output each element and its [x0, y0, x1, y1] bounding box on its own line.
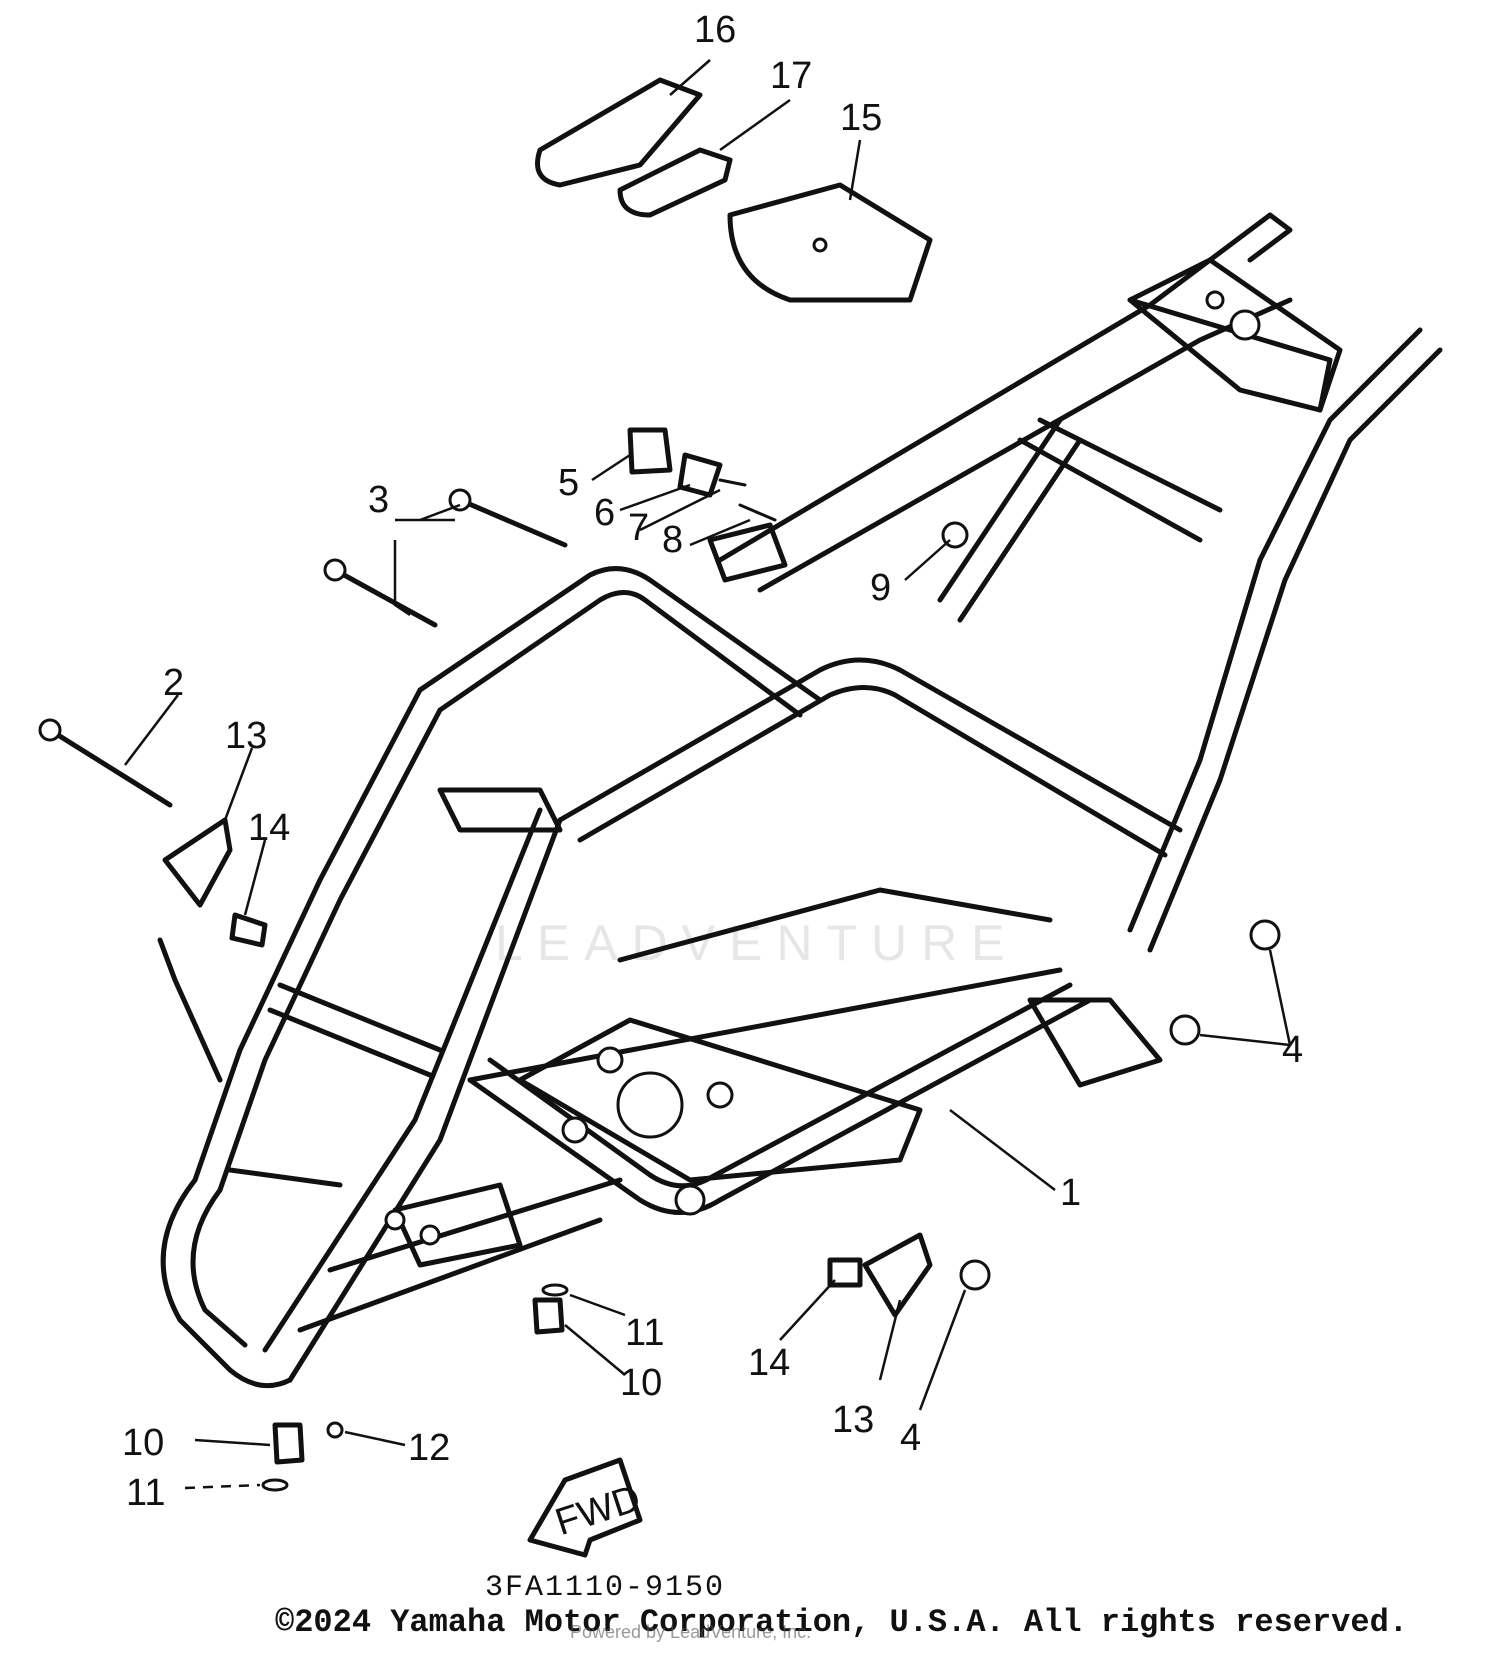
callout-12: 12 — [408, 1427, 450, 1469]
callout-1: 1 — [1060, 1172, 1081, 1214]
part-11-washer-right — [541, 1283, 569, 1297]
part-2-bolt — [47, 727, 173, 808]
callout-8: 8 — [662, 519, 683, 561]
callout-14-right: 14 — [748, 1342, 790, 1384]
callout-numbers: 1 2 3 4 4 5 6 7 8 9 10 10 11 11 12 13 13… — [122, 9, 1303, 1514]
powered-by-credit: Powered by LeadVenture, Inc. — [570, 1622, 812, 1642]
callout-6: 6 — [594, 492, 615, 534]
part-16-plate — [535, 77, 703, 188]
part-12-clip — [326, 1421, 344, 1439]
frame-body — [157, 212, 1443, 1389]
callout-7: 7 — [628, 507, 649, 549]
callout-17: 17 — [770, 55, 812, 97]
callout-15: 15 — [840, 97, 882, 139]
callout-13-left: 13 — [225, 715, 267, 757]
part-14-collar-left — [229, 912, 268, 948]
part-3-bolt-upper — [457, 497, 568, 548]
callout-10-left: 10 — [122, 1422, 164, 1464]
part-4-collar-mid — [1169, 1014, 1201, 1046]
leader-lines — [124, 59, 1292, 1490]
copyright-notice: ©2024 Yamaha Motor Corporation, U.S.A. A… — [275, 1604, 1408, 1641]
part-14-collar-right — [827, 1257, 863, 1288]
part-13-bracket-right — [862, 1232, 933, 1318]
fwd-arrow: FWD — [527, 1457, 646, 1558]
diagram-code: 3FA1110-9150 — [485, 1571, 725, 1605]
callout-9: 9 — [870, 567, 891, 609]
callout-4-right: 4 — [1282, 1029, 1303, 1071]
callout-11-left: 11 — [126, 1472, 165, 1514]
part-11-washer-left — [261, 1478, 289, 1492]
part-3-bolt-lower — [332, 567, 438, 628]
part-13-bracket-left — [162, 817, 233, 908]
callout-14-left: 14 — [248, 807, 290, 849]
part-15-pad — [727, 182, 933, 303]
part-4-collar-lower — [959, 1259, 991, 1291]
fwd-label: FWD — [550, 1477, 645, 1544]
callout-5: 5 — [558, 462, 579, 504]
callout-4-bottom: 4 — [900, 1417, 921, 1459]
callout-10-right: 10 — [620, 1362, 662, 1404]
part-4-collar-upper — [1249, 919, 1281, 951]
part-10-grommet-left — [272, 1422, 305, 1465]
callout-2: 2 — [163, 662, 184, 704]
callout-11-right: 11 — [625, 1312, 664, 1354]
part-10-grommet-right — [532, 1297, 565, 1335]
callout-13-right: 13 — [832, 1399, 874, 1441]
callout-3: 3 — [368, 479, 389, 521]
callout-16: 16 — [694, 9, 736, 51]
part-17-bracket — [617, 147, 733, 218]
